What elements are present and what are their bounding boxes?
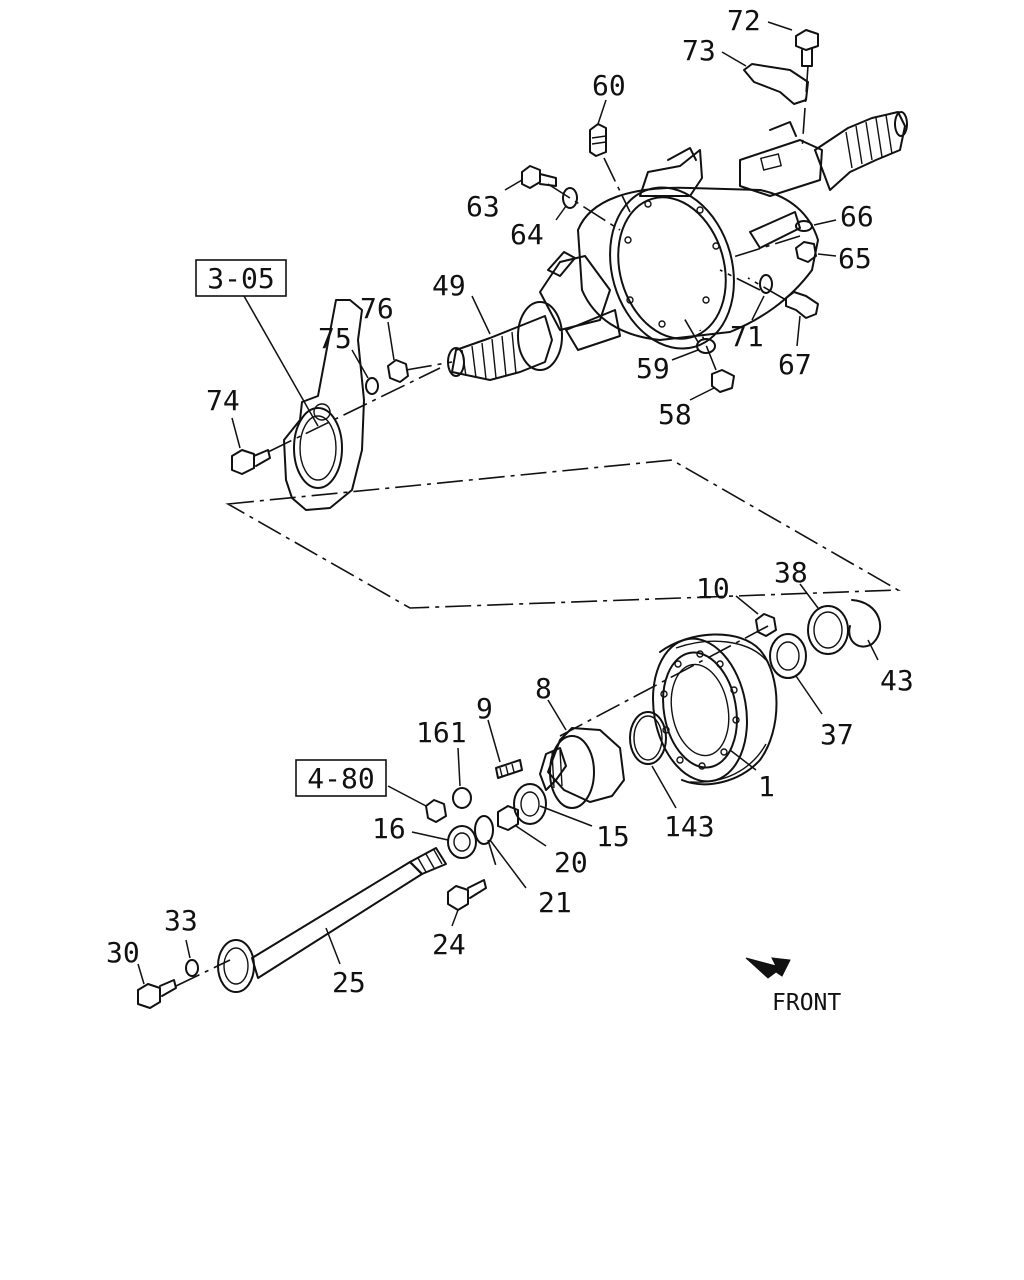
part-label-10[interactable]: 10 <box>696 572 730 605</box>
assembly-connector-line <box>225 459 901 609</box>
bearing-15-icon <box>513 783 547 825</box>
svg-text:4-80: 4-80 <box>307 762 374 795</box>
brake-drum-icon <box>652 633 778 786</box>
ring-71-icon <box>759 274 773 294</box>
snap-ring-43-icon <box>848 599 882 648</box>
part-label-20[interactable]: 20 <box>554 846 588 879</box>
part-label-16[interactable]: 16 <box>372 812 406 845</box>
stud-9-icon <box>495 759 523 779</box>
nut-10-icon <box>755 613 777 637</box>
reference-box-4-80[interactable]: 4-80 <box>295 759 387 797</box>
bolt-67-icon <box>785 291 819 319</box>
part-label-49[interactable]: 49 <box>432 269 466 302</box>
axle-housing <box>447 111 908 381</box>
bearing-16-icon <box>447 825 477 859</box>
part-label-72[interactable]: 72 <box>727 4 761 37</box>
part-label-66[interactable]: 66 <box>840 200 874 233</box>
part-label-63[interactable]: 63 <box>466 190 500 223</box>
ring-143-icon <box>629 711 667 765</box>
nut-20-icon <box>497 805 519 831</box>
part-label-24[interactable]: 24 <box>432 928 466 961</box>
washer-75-icon <box>365 377 379 395</box>
part-label-1[interactable]: 1 <box>758 770 775 803</box>
front-label: FRONT <box>772 990 841 1016</box>
o-ring-64-icon <box>562 187 578 209</box>
axle-shaft-25-icon <box>217 847 447 993</box>
part-label-67[interactable]: 67 <box>778 348 812 381</box>
clamp-plate-73-icon <box>743 63 809 105</box>
part-label-25[interactable]: 25 <box>332 966 366 999</box>
part-label-9[interactable]: 9 <box>476 692 493 725</box>
upper-leader-lines <box>231 21 837 453</box>
bolt-74-icon <box>231 449 271 475</box>
part-label-37[interactable]: 37 <box>820 718 854 751</box>
bolt-72-icon <box>795 29 819 67</box>
breather-60-icon <box>589 123 607 157</box>
part-label-60[interactable]: 60 <box>592 69 626 102</box>
bolt-30-icon <box>137 979 177 1009</box>
part-label-161[interactable]: 161 <box>416 716 467 749</box>
seal-38-icon <box>807 605 849 655</box>
lower-leader-lines <box>137 583 879 987</box>
front-arrow-icon <box>745 957 791 979</box>
part-label-15[interactable]: 15 <box>596 820 630 853</box>
washer-21-icon <box>474 815 494 845</box>
upper-small-parts <box>231 29 819 511</box>
part-label-58[interactable]: 58 <box>658 398 692 431</box>
part-label-74[interactable]: 74 <box>206 384 240 417</box>
part-label-143[interactable]: 143 <box>664 810 715 843</box>
backing-plate-icon <box>283 299 365 511</box>
bolt-63-icon <box>521 165 557 189</box>
part-label-71[interactable]: 71 <box>730 320 764 353</box>
part-label-76[interactable]: 76 <box>360 292 394 325</box>
part-label-38[interactable]: 38 <box>774 556 808 589</box>
bearing-37-icon <box>769 633 807 679</box>
nut-65-icon <box>795 241 817 263</box>
wheel-hub-icon <box>539 727 625 809</box>
nut-76-icon <box>387 359 409 383</box>
washer-33-icon <box>185 959 199 977</box>
nut-4-80-icon <box>425 799 447 823</box>
part-label-65[interactable]: 65 <box>838 242 872 275</box>
part-label-73[interactable]: 73 <box>682 34 716 67</box>
washer-66-icon <box>795 220 813 232</box>
svg-text:3-05: 3-05 <box>207 262 274 295</box>
part-label-43[interactable]: 43 <box>880 664 914 697</box>
bolt-24-icon <box>447 879 487 911</box>
plug-58-icon <box>711 369 735 393</box>
reference-box-3-05[interactable]: 3-05 <box>195 259 287 297</box>
part-labels: 72 73 60 63 64 66 65 76 75 49 71 67 59 7… <box>106 4 914 999</box>
plug-59-icon <box>696 338 716 354</box>
part-label-21[interactable]: 21 <box>538 886 572 919</box>
part-label-8[interactable]: 8 <box>535 672 552 705</box>
part-label-64[interactable]: 64 <box>510 218 544 251</box>
part-label-33[interactable]: 33 <box>164 904 198 937</box>
part-label-75[interactable]: 75 <box>318 322 352 355</box>
lower-small-parts <box>137 599 882 1009</box>
part-label-59[interactable]: 59 <box>636 352 670 385</box>
part-label-30[interactable]: 30 <box>106 936 140 969</box>
spacer-161-icon <box>452 787 472 809</box>
